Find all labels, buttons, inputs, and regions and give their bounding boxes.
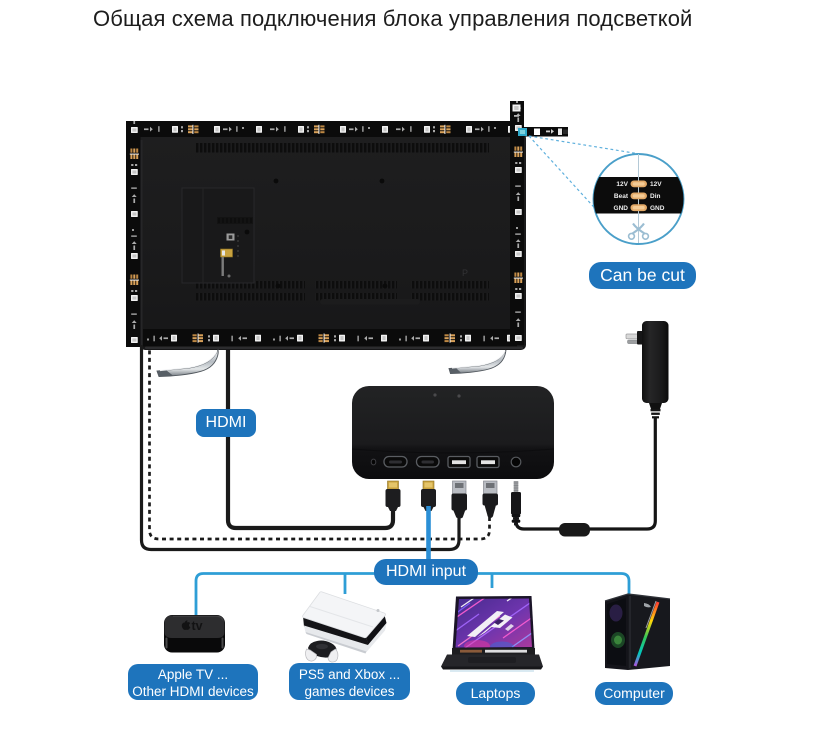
svg-text:12V: 12V	[650, 181, 662, 188]
svg-text:tv: tv	[192, 619, 203, 633]
svg-text:GND: GND	[650, 205, 665, 212]
svg-text:Din: Din	[650, 193, 661, 200]
svg-text:12V: 12V	[616, 181, 628, 188]
svg-text:P: P	[462, 268, 468, 278]
svg-text:Beat: Beat	[614, 193, 629, 200]
svg-text:GND: GND	[614, 205, 629, 212]
